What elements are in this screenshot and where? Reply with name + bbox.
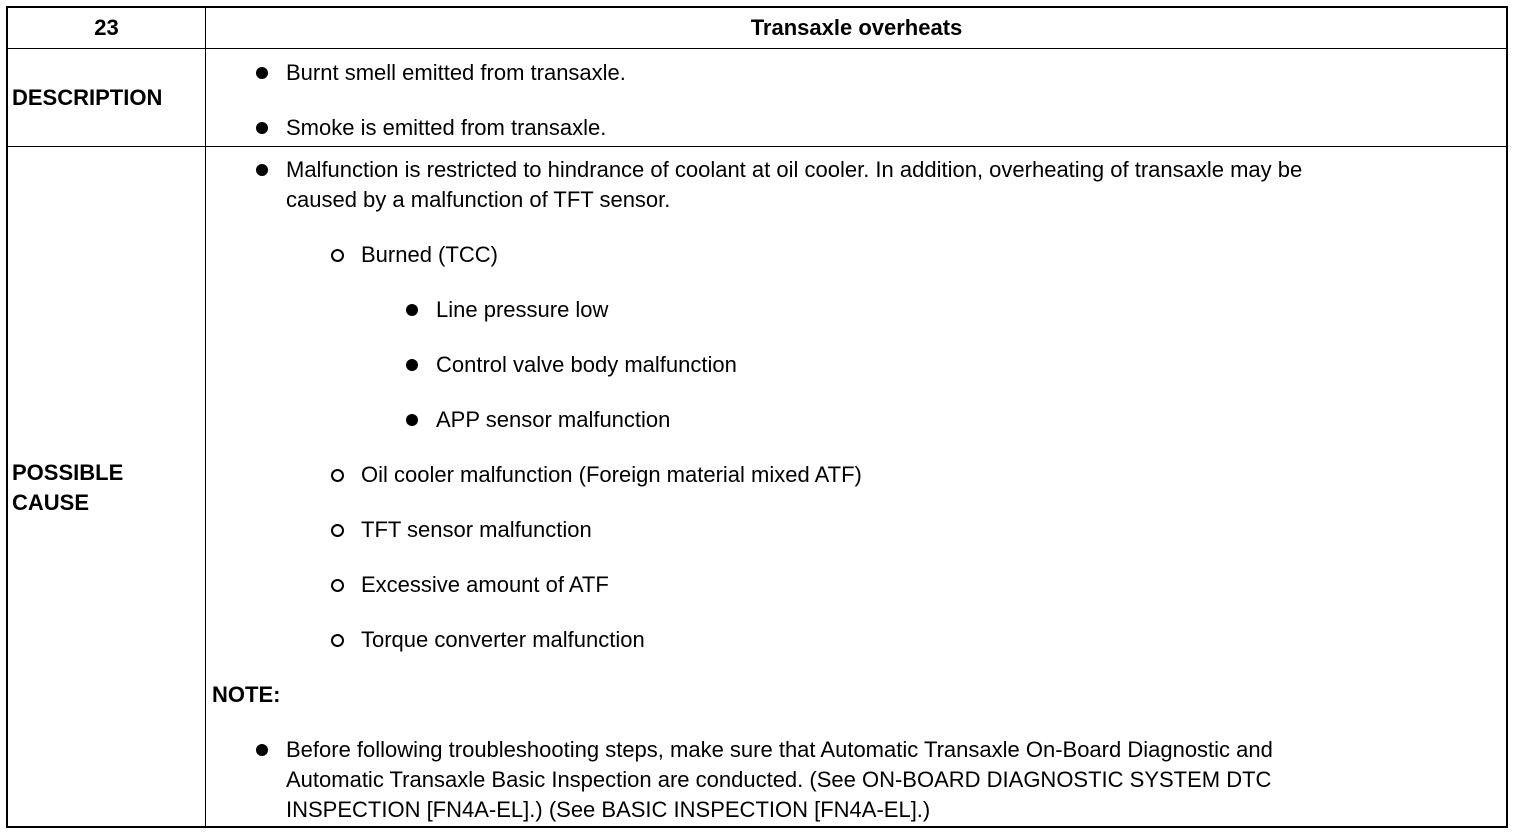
bullet-icon bbox=[256, 164, 268, 176]
bullet-icon bbox=[256, 122, 268, 134]
burned-cause-item: APP sensor malfunction bbox=[436, 407, 671, 432]
other-cause-item: Oil cooler malfunction (Foreign material… bbox=[361, 462, 862, 487]
sub-bullet-icon bbox=[331, 524, 344, 537]
sub-bullet-icon bbox=[331, 469, 344, 482]
burned-cause-item: Line pressure low bbox=[436, 297, 609, 322]
cause-main-line1: Malfunction is restricted to hindrance o… bbox=[286, 157, 1303, 182]
other-cause-item: Excessive amount of ATF bbox=[361, 572, 609, 597]
sub-bullet-icon bbox=[331, 579, 344, 592]
note-line1: Before following troubleshooting steps, … bbox=[286, 737, 1273, 762]
bullet-icon bbox=[406, 359, 418, 371]
description-item: Burnt smell emitted from transaxle. bbox=[286, 60, 626, 85]
item-number: 23 bbox=[94, 15, 119, 40]
note-line3: INSPECTION [FN4A-EL].) (See BASIC INSPEC… bbox=[286, 797, 931, 822]
cause-main-line2: caused by a malfunction of TFT sensor. bbox=[286, 187, 671, 212]
description-row-divider bbox=[8, 146, 1506, 147]
cause-burned: Burned (TCC) bbox=[361, 242, 498, 267]
table-title: Transaxle overheats bbox=[750, 15, 963, 40]
header-row-divider bbox=[8, 48, 1506, 49]
other-cause-item: TFT sensor malfunction bbox=[361, 517, 592, 542]
description-item: Smoke is emitted from transaxle. bbox=[286, 115, 607, 140]
possible-cause-label-line1: POSSIBLE bbox=[12, 460, 124, 485]
bullet-icon bbox=[256, 744, 268, 756]
burned-cause-item: Control valve body malfunction bbox=[436, 352, 737, 377]
sub-bullet-icon bbox=[331, 634, 344, 647]
description-label: DESCRIPTION bbox=[12, 85, 163, 110]
note-line2: Automatic Transaxle Basic Inspection are… bbox=[286, 767, 1272, 792]
bullet-icon bbox=[406, 414, 418, 426]
bullet-icon bbox=[406, 304, 418, 316]
note-label: NOTE: bbox=[212, 682, 281, 707]
troubleshooting-table: 23 Transaxle overheats DESCRIPTION Burnt… bbox=[6, 6, 1508, 828]
other-cause-item: Torque converter malfunction bbox=[361, 627, 645, 652]
column-divider bbox=[205, 8, 206, 826]
sub-bullet-icon bbox=[331, 249, 344, 262]
possible-cause-label-line2: CAUSE bbox=[12, 490, 90, 515]
bullet-icon bbox=[256, 67, 268, 79]
